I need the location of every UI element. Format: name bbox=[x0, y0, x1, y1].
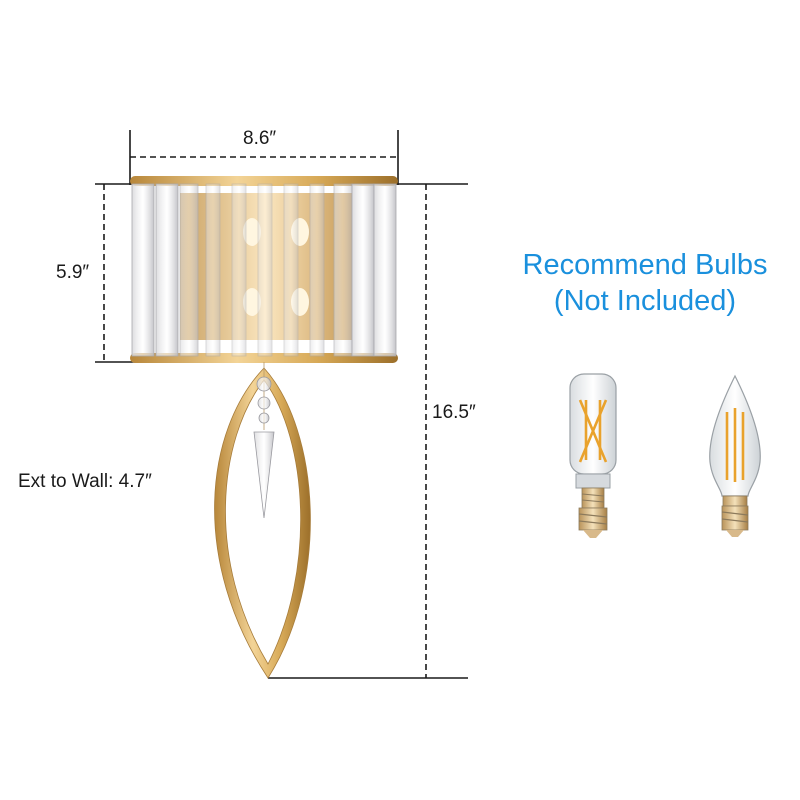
bulbs-title-line1: Recommend Bulbs bbox=[522, 249, 768, 281]
candle-bulb-icon bbox=[709, 374, 761, 537]
crystal-rods bbox=[131, 183, 397, 357]
crystal-pendant bbox=[253, 362, 275, 519]
recommended-bulbs-heading: Recommend Bulbs (Not Included) bbox=[455, 247, 800, 319]
wall-sconce-illustration bbox=[130, 176, 398, 679]
tubular-bulb-filaments bbox=[578, 399, 608, 463]
wall-extension-label: Ext to Wall: 4.7″ bbox=[18, 471, 152, 492]
tubular-bulb-icon bbox=[569, 373, 617, 538]
shade-top-rim bbox=[130, 176, 398, 186]
total-height-dimension-label: 16.5″ bbox=[432, 402, 476, 423]
candle-bulb-filaments bbox=[725, 408, 745, 482]
leaf-shaped-arm bbox=[214, 367, 311, 679]
bulbs-title-line2: (Not Included) bbox=[553, 285, 737, 317]
width-dimension-label: 8.6″ bbox=[243, 128, 277, 149]
shade-height-dimension-label: 5.9″ bbox=[56, 262, 90, 283]
